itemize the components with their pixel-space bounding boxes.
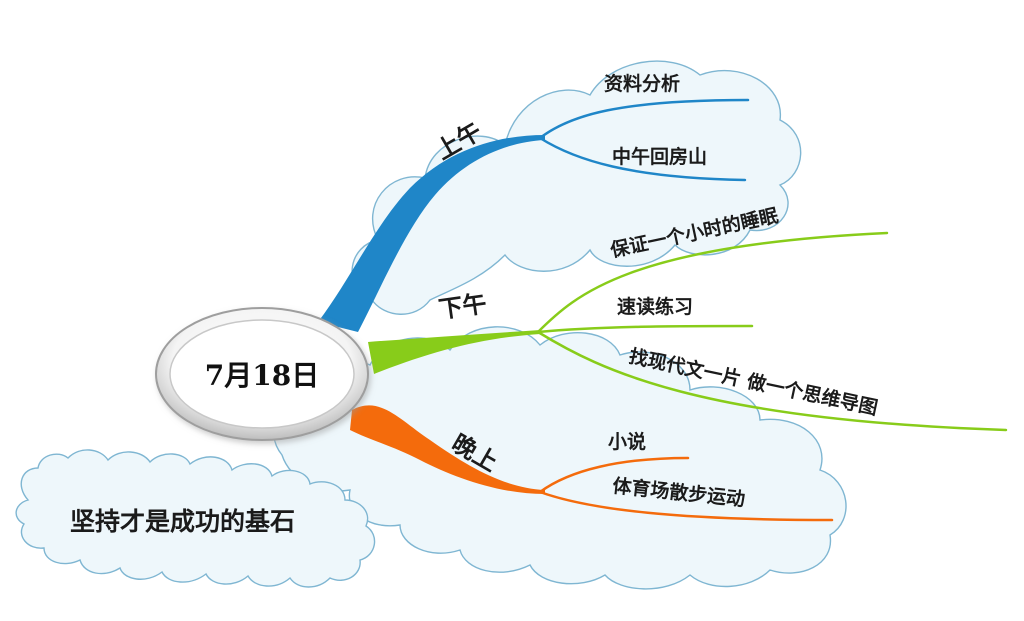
branch-label-afternoon: 下午 [437, 290, 488, 324]
leaf-label-evening-0: 小说 [608, 430, 646, 453]
center-node [155, 307, 369, 441]
motto-label: 坚持才是成功的基石 [70, 507, 295, 536]
leaf-label-afternoon-1: 速读练习 [617, 295, 693, 318]
cloud-motto [15, 449, 376, 588]
leaf-label-morning-1: 中午回房山 [612, 145, 707, 168]
leaf-label-morning-0: 资料分析 [604, 72, 680, 95]
center-label: 7月18日 [205, 359, 319, 392]
